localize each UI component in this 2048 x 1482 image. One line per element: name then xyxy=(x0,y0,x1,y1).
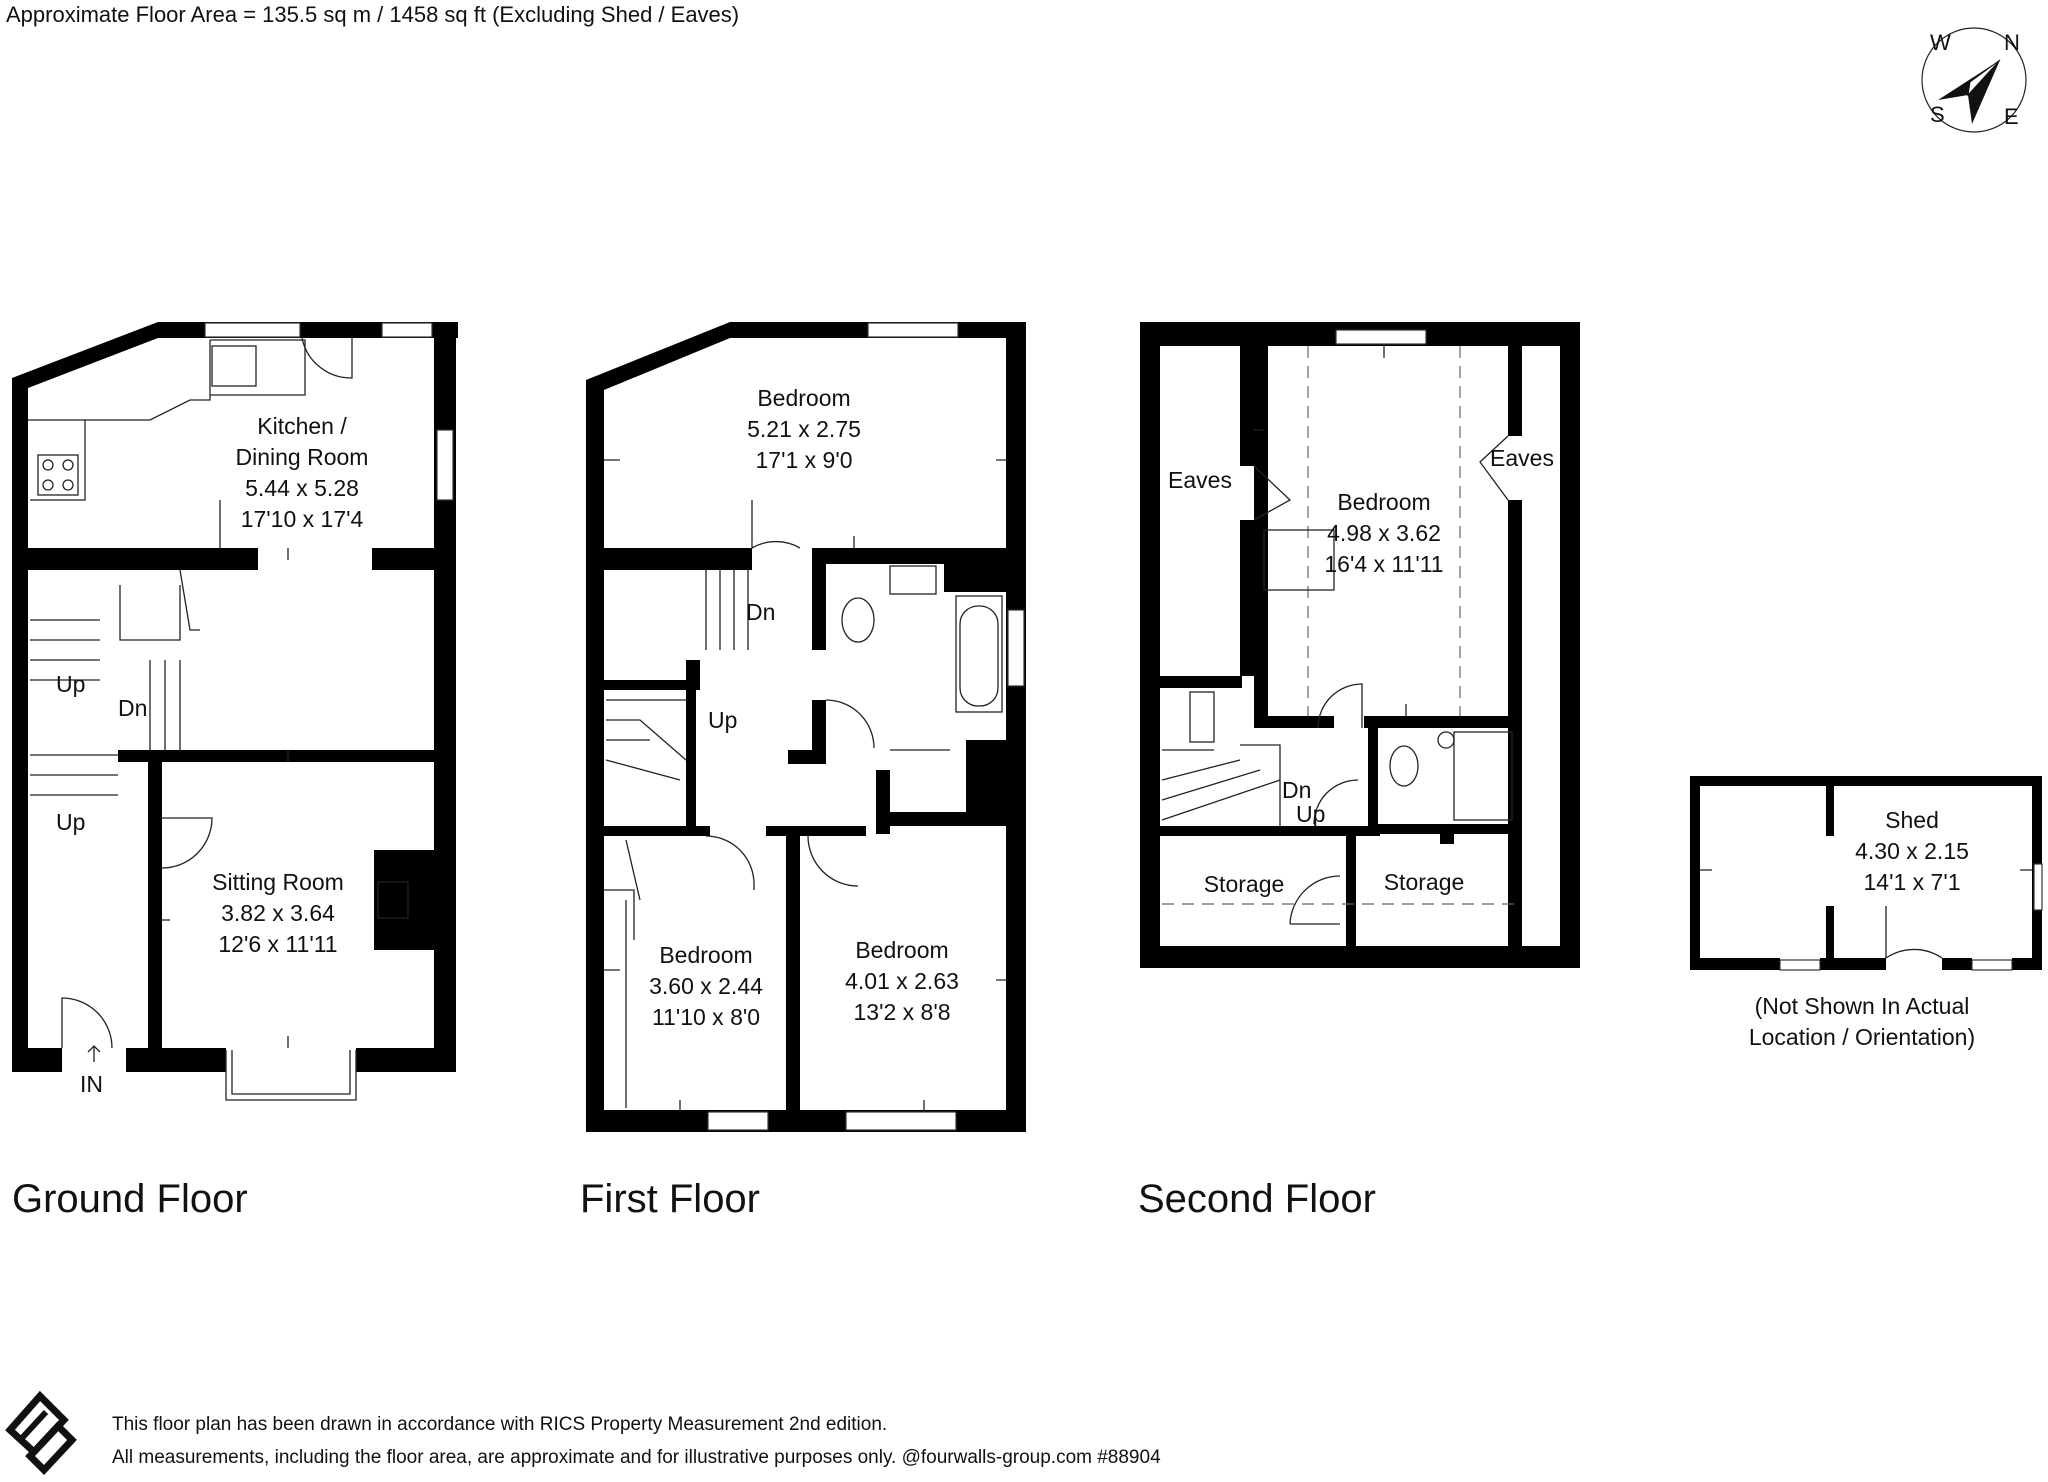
second-eaves-right-label: Eaves xyxy=(1490,445,1554,471)
first-bedroom-right-metric: 4.01 x 2.63 xyxy=(845,968,959,994)
first-bedroom-left-name: Bedroom xyxy=(659,942,752,968)
first-stairs-up-label: Up xyxy=(708,707,737,733)
second-storage-left-label: Storage xyxy=(1204,871,1285,897)
second-stairs-dn-label: Dn xyxy=(1282,777,1311,803)
ground-stairs-dn-label: Dn xyxy=(118,695,147,721)
first-bedroom-left-metric: 3.60 x 2.44 xyxy=(649,973,763,999)
second-eaves-left-label: Eaves xyxy=(1168,467,1232,493)
sitting-room-metric: 3.82 x 3.64 xyxy=(221,900,335,926)
compass-icon: W N S E xyxy=(1921,27,2027,133)
first-bedroom-right-name: Bedroom xyxy=(855,937,948,963)
compass-e: E xyxy=(2004,104,2019,129)
second-bedroom-name: Bedroom xyxy=(1337,489,1430,515)
footer-disclaimer: All measurements, including the floor ar… xyxy=(112,1447,1161,1468)
kitchen-imperial: 17'10 x 17'4 xyxy=(241,506,364,532)
second-stairs-up-label: Up xyxy=(1296,801,1325,827)
compass-w: W xyxy=(1930,30,1951,55)
second-floor-plan xyxy=(1140,322,1580,968)
first-bedroom-right-imperial: 13'2 x 8'8 xyxy=(853,999,950,1025)
compass-n: N xyxy=(2004,30,2020,55)
second-bedroom-imperial: 16'4 x 11'11 xyxy=(1324,551,1443,577)
ground-floor-title: Ground Floor xyxy=(12,1177,248,1221)
ground-stairs-up-label: Up xyxy=(56,671,85,697)
shed-note-line-2: Location / Orientation) xyxy=(1749,1024,1975,1050)
first-bedroom-top-metric: 5.21 x 2.75 xyxy=(747,416,861,442)
ground-stairs-up-label-2: Up xyxy=(56,809,85,835)
first-bedroom-left-imperial: 11'10 x 8'0 xyxy=(652,1004,760,1030)
floor-area-header: Approximate Floor Area = 135.5 sq m / 14… xyxy=(6,2,739,27)
shed-plan xyxy=(1690,776,2043,971)
sitting-room-name: Sitting Room xyxy=(212,869,344,895)
sitting-room-imperial: 12'6 x 11'11 xyxy=(218,931,337,957)
second-floor-title: Second Floor xyxy=(1138,1177,1376,1221)
footer-rics-note: This floor plan has been drawn in accord… xyxy=(112,1414,887,1435)
fourwalls-logo-icon xyxy=(5,1390,77,1476)
first-floor-plan xyxy=(586,322,1026,1132)
entrance-label: IN xyxy=(80,1071,103,1097)
first-bedroom-top-imperial: 17'1 x 9'0 xyxy=(755,447,852,473)
first-floor-title: First Floor xyxy=(580,1177,760,1221)
ground-floor-plan xyxy=(12,322,458,1101)
shed-imperial: 14'1 x 7'1 xyxy=(1863,869,1960,895)
kitchen-name-2: Dining Room xyxy=(236,444,369,470)
second-bedroom-metric: 4.98 x 3.62 xyxy=(1327,520,1441,546)
kitchen-metric: 5.44 x 5.28 xyxy=(245,475,359,501)
compass-s: S xyxy=(1930,102,1945,127)
second-storage-right-label: Storage xyxy=(1384,869,1465,895)
shed-metric: 4.30 x 2.15 xyxy=(1855,838,1969,864)
first-bedroom-top-name: Bedroom xyxy=(757,385,850,411)
first-stairs-dn-label: Dn xyxy=(746,599,775,625)
kitchen-name-1: Kitchen / xyxy=(257,413,347,439)
shed-note-line-1: (Not Shown In Actual xyxy=(1755,993,1970,1019)
shed-name: Shed xyxy=(1885,807,1939,833)
